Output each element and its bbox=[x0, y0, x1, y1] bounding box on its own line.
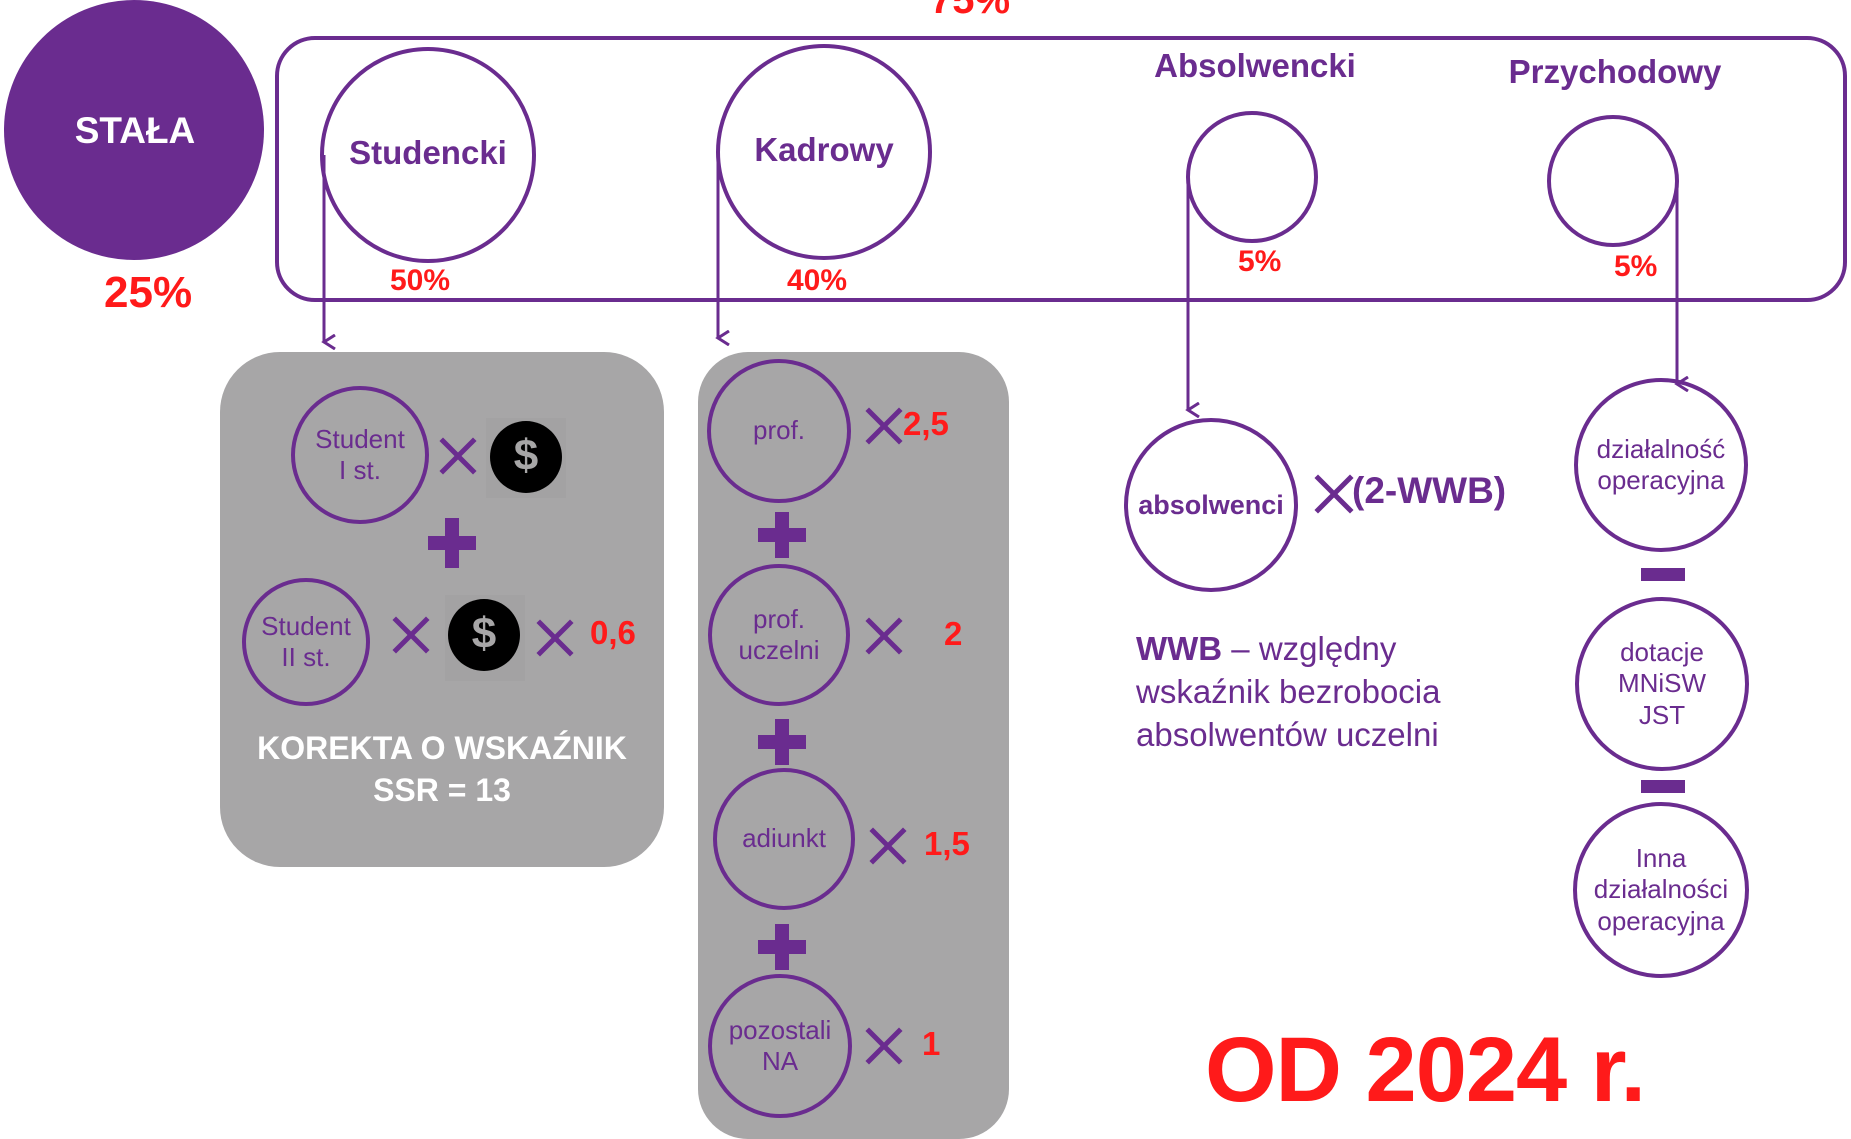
przychodowy-circle bbox=[1547, 115, 1679, 247]
stala-label: STAŁA bbox=[74, 110, 196, 151]
student-1st-circle bbox=[291, 386, 429, 524]
minus-icon bbox=[1641, 568, 1685, 581]
plus-icon bbox=[758, 512, 806, 558]
studencki-percent: 50% bbox=[390, 264, 451, 297]
times-icon bbox=[865, 617, 903, 655]
dollar-coin-2 bbox=[448, 599, 520, 671]
absolwencki-circle bbox=[1186, 111, 1318, 243]
stala-percent: 25% bbox=[104, 268, 193, 317]
times-icon bbox=[536, 619, 574, 657]
przychodowy-percent: 5% bbox=[1614, 250, 1658, 283]
prof-uczelni-label: prof.uczelni bbox=[738, 603, 820, 665]
przychodowy-label: Przychodowy bbox=[1508, 53, 1722, 90]
dollar-icon: $ bbox=[471, 608, 497, 658]
dollar-coin-1 bbox=[490, 421, 562, 493]
times-icon bbox=[1314, 474, 1354, 514]
prof-uczelni-circle bbox=[708, 564, 850, 706]
absolwencki-percent: 5% bbox=[1238, 245, 1282, 278]
dollar-icon: $ bbox=[513, 430, 539, 480]
wwb-description: WWB – względny wskaźnik bezrobocia absol… bbox=[1136, 630, 1441, 753]
student-2nd-circle bbox=[242, 578, 370, 706]
times-icon bbox=[865, 1027, 903, 1065]
adiunkt-circle bbox=[713, 768, 855, 910]
wwb-abbrev: WWB bbox=[1136, 630, 1223, 667]
kadrowy-label: Kadrowy bbox=[754, 131, 894, 168]
dotacje-circle bbox=[1575, 597, 1749, 771]
student-2nd-multiplier: 0,6 bbox=[590, 614, 636, 651]
absolwenci-label: absolwenci bbox=[1138, 489, 1284, 520]
times-icon bbox=[865, 407, 903, 445]
prof-uczelni-multiplier: 2 bbox=[944, 615, 963, 652]
times-icon bbox=[439, 437, 477, 475]
stala-circle bbox=[4, 0, 264, 260]
dzialalnosc-operacyjna-circle bbox=[1574, 378, 1748, 552]
plus-icon bbox=[758, 719, 806, 765]
prof-multiplier: 2,5 bbox=[903, 405, 949, 442]
adiunkt-multiplier: 1,5 bbox=[924, 825, 970, 862]
adiunkt-label: adiunkt bbox=[742, 823, 826, 854]
times-icon bbox=[392, 616, 430, 654]
prof-circle bbox=[707, 359, 851, 503]
absolwenci-circle bbox=[1124, 418, 1298, 592]
absolwencki-label: Absolwencki bbox=[1154, 47, 1356, 84]
kadrowy-percent: 40% bbox=[787, 264, 848, 297]
studencki-label: Studencki bbox=[349, 134, 507, 171]
top-percent: 75% bbox=[930, 0, 1011, 22]
prof-label: prof. bbox=[752, 415, 806, 446]
times-icon bbox=[869, 827, 907, 865]
variable-part-frame bbox=[275, 36, 1847, 302]
inna-dzialalnosc-circle bbox=[1573, 802, 1749, 978]
pozostali-circle bbox=[708, 974, 852, 1118]
korekta-label: KOREKTA O WSKAŹNIK SSR = 13 bbox=[257, 730, 627, 808]
year-label: OD 2024 r. bbox=[1205, 1019, 1646, 1121]
pozostali-multiplier: 1 bbox=[922, 1025, 941, 1062]
studencki-circle bbox=[320, 47, 536, 263]
plus-icon bbox=[428, 518, 476, 568]
minus-icon bbox=[1641, 780, 1685, 793]
plus-icon bbox=[758, 924, 806, 970]
absolwenci-formula: (2-WWB) bbox=[1352, 470, 1507, 511]
